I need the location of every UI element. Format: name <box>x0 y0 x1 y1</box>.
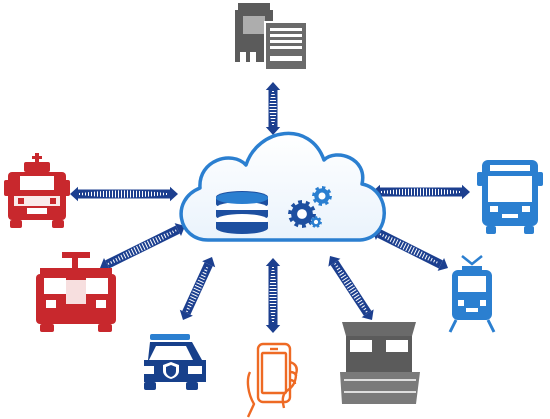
buildings-icon <box>235 3 308 71</box>
link-data-center-buildings <box>265 82 281 135</box>
link-dump-truck <box>328 256 374 320</box>
cloud-icon <box>179 131 386 242</box>
dump-truck-icon <box>340 322 420 404</box>
gears-icon <box>288 186 332 228</box>
link-police-car <box>179 256 216 320</box>
link-fire-truck <box>100 223 185 271</box>
link-smartphone <box>265 258 281 333</box>
link-bus <box>372 184 470 200</box>
smartphone-icon <box>246 342 298 418</box>
fire-truck-icon <box>36 252 116 332</box>
ambulance-icon <box>4 153 70 228</box>
link-ambulance <box>70 186 178 202</box>
link-tram <box>372 227 449 271</box>
police-car-icon <box>140 334 206 390</box>
database-icon <box>216 191 268 234</box>
cloud-hub <box>179 131 386 242</box>
bus-icon <box>477 160 543 234</box>
tram-icon <box>448 255 496 333</box>
connection-links <box>70 82 470 333</box>
